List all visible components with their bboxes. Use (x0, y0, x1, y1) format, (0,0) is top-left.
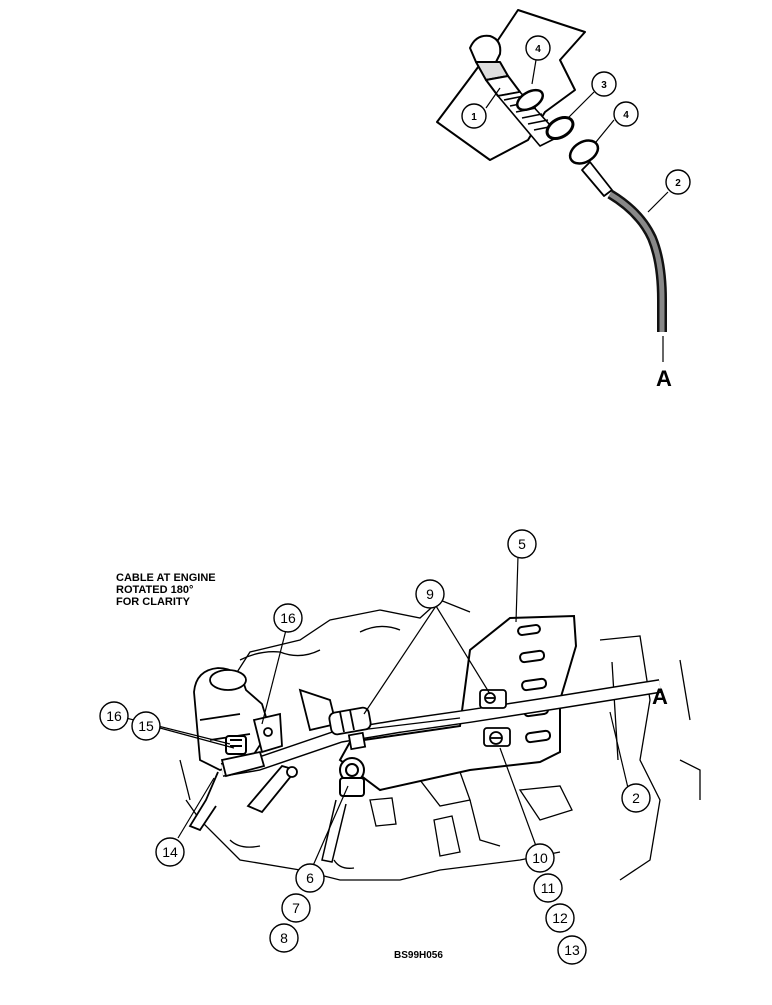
callout-12: 12 (545, 903, 575, 933)
svg-text:16: 16 (106, 708, 122, 724)
callout-15: 15 (131, 711, 161, 741)
callout-3: 3 (591, 71, 617, 97)
svg-text:4: 4 (623, 110, 629, 121)
svg-text:3: 3 (601, 80, 607, 91)
callout-9: 9 (415, 579, 445, 609)
svg-text:1: 1 (471, 112, 477, 123)
svg-text:4: 4 (535, 44, 541, 55)
callout-10: 10 (525, 843, 555, 873)
reference-letter-upper: A (656, 366, 672, 391)
callout-8: 8 (269, 923, 299, 953)
callout-4-lower: 4 (613, 101, 639, 127)
cable-clamp-lower (483, 727, 511, 747)
note-line-1: CABLE AT ENGINE (116, 572, 216, 584)
callout-1: 1 (461, 103, 487, 129)
note-line-3: FOR CLARITY (116, 596, 190, 608)
callout-16-upper: 16 (273, 603, 303, 633)
cable-clamp-upper (479, 689, 507, 709)
reference-letter-lower: A (652, 684, 668, 709)
svg-text:5: 5 (518, 536, 526, 552)
svg-text:10: 10 (532, 850, 548, 866)
svg-text:15: 15 (138, 718, 154, 734)
throttle-knob (469, 34, 521, 97)
callout-5: 5 (507, 529, 537, 559)
callout-7: 7 (281, 893, 311, 923)
svg-text:9: 9 (426, 586, 434, 602)
callout-13: 13 (557, 935, 587, 965)
jam-nut-upper (515, 88, 545, 112)
figure-id: BS99H056 (394, 950, 443, 961)
svg-text:2: 2 (675, 178, 681, 189)
callout-6: 6 (295, 863, 325, 893)
upper-detail (436, 9, 667, 362)
bracket-bolt-assembly (321, 757, 365, 863)
callout-4-upper: 4 (525, 35, 551, 61)
callout-16-left: 16 (99, 701, 129, 731)
svg-text:12: 12 (552, 910, 568, 926)
lock-washer (545, 116, 575, 140)
jam-nut-lower (568, 139, 600, 165)
callout-14: 14 (155, 837, 185, 867)
svg-text:13: 13 (564, 942, 580, 958)
svg-text:14: 14 (162, 844, 178, 860)
swivel-stud (225, 735, 247, 755)
svg-text:7: 7 (292, 900, 300, 916)
callout-2-upper: 2 (665, 169, 691, 195)
upper-callouts (485, 59, 669, 213)
callout-11: 11 (533, 873, 563, 903)
svg-text:6: 6 (306, 870, 314, 886)
cable-ferrule (581, 161, 613, 197)
cable-end-fitting (328, 706, 372, 751)
governor-lever (188, 712, 298, 832)
svg-text:2: 2 (632, 790, 640, 806)
svg-text:11: 11 (541, 880, 556, 896)
note-line-2: ROTATED 180° (116, 584, 194, 596)
cable-support-bracket (338, 614, 578, 792)
svg-text:8: 8 (280, 930, 288, 946)
callout-2-lower: 2 (621, 783, 651, 813)
svg-text:16: 16 (280, 610, 296, 626)
